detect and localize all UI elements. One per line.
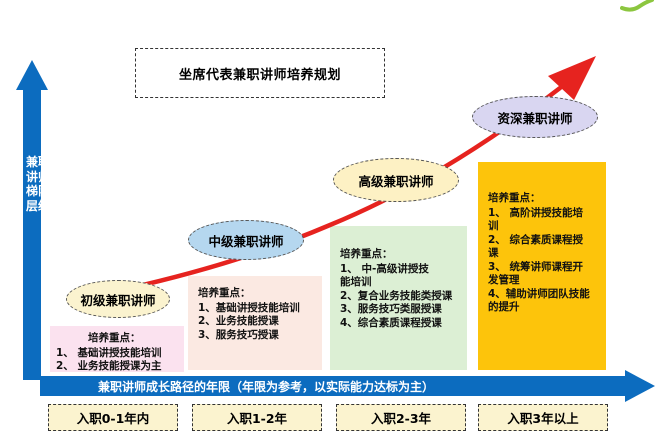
period-box: 入职2-3年 [336,404,466,431]
corner-check-mark-icon [620,0,654,12]
period-box: 入职3年以上 [478,404,608,431]
level-2-focus-item: 3、服务技巧授课 [198,328,279,341]
y-axis-arrow [14,60,50,380]
diagram-title-text: 坐席代表兼职讲师培养规划 [178,67,341,83]
level-4-ellipse: 资深兼职讲师 [472,96,598,138]
x-axis-arrow [40,370,655,402]
level-3-focus: 培养重点： 1、 中-高级讲授技能培训 2、复合业务技能类授课 3、服务技巧类服… [330,226,467,370]
level-3-focus-item: 4、综合素质课程授课 [340,316,442,329]
level-2-focus-item: 1、基础讲授技能培训 [198,301,300,314]
diagram-title: 坐席代表兼职讲师培养规划 [135,48,385,98]
level-2-focus-item: 2、业务技能授课 [198,315,279,327]
level-4-focus-item: 3、 统筹讲师课程开发管理 [488,260,583,287]
level-2-focus: 培养重点： 1、基础讲授技能培训 2、业务技能授课 3、服务技巧授课 [188,276,322,370]
level-4-focus: 培养重点： 1、 高阶讲授技能培训 2、 综合素质课程授课 3、 统筹讲师课程开… [478,162,606,370]
period-label: 入职1-2年 [226,411,288,426]
period-box: 入职1-2年 [192,404,322,431]
y-axis-label: 兼职讲师梯队层级 [26,155,51,213]
period-label: 入职2-3年 [370,411,432,426]
period-box: 入职0-1年内 [48,404,178,431]
period-label: 入职3年以上 [507,411,579,426]
level-4-focus-item: 1、 高阶讲授技能培训 [488,206,583,233]
level-1-focus-item: 1、 基础讲授技能培训 [56,346,162,359]
level-3-ellipse: 高级兼职讲师 [333,158,459,202]
x-axis-label: 兼职讲师成长路径的年限（年限为参考，以实际能力达标为主） [98,380,435,394]
level-4-name: 资深兼职讲师 [497,110,573,126]
level-1-focus-title: 培养重点： [88,332,141,344]
level-4-focus-item: 4、辅助讲师团队技能的提升 [488,287,590,314]
level-1-name: 初级兼职讲师 [80,292,156,308]
level-3-focus-item: 2、复合业务技能类授课 [340,289,453,302]
level-1-focus: 培养重点： 1、 基础讲授技能培训 2、 业务技能授课为主 [50,326,184,372]
level-1-ellipse: 初级兼职讲师 [66,280,170,318]
level-3-name: 高级兼职讲师 [358,173,434,189]
level-3-focus-item: 1、 中-高级讲授技能培训 [340,262,429,289]
level-3-focus-item: 3、服务技巧类服授课 [340,303,442,315]
level-1-focus-item: 2、 业务技能授课为主 [56,360,162,372]
level-2-name: 中级兼职讲师 [208,233,284,249]
level-4-focus-title: 培养重点： [488,192,541,204]
level-2-focus-title: 培养重点： [198,287,251,299]
level-2-ellipse: 中级兼职讲师 [188,220,304,260]
period-label: 入职0-1年内 [76,411,150,426]
level-3-focus-title: 培养重点： [340,248,393,260]
level-4-focus-item: 2、 综合素质课程授课 [488,233,583,260]
